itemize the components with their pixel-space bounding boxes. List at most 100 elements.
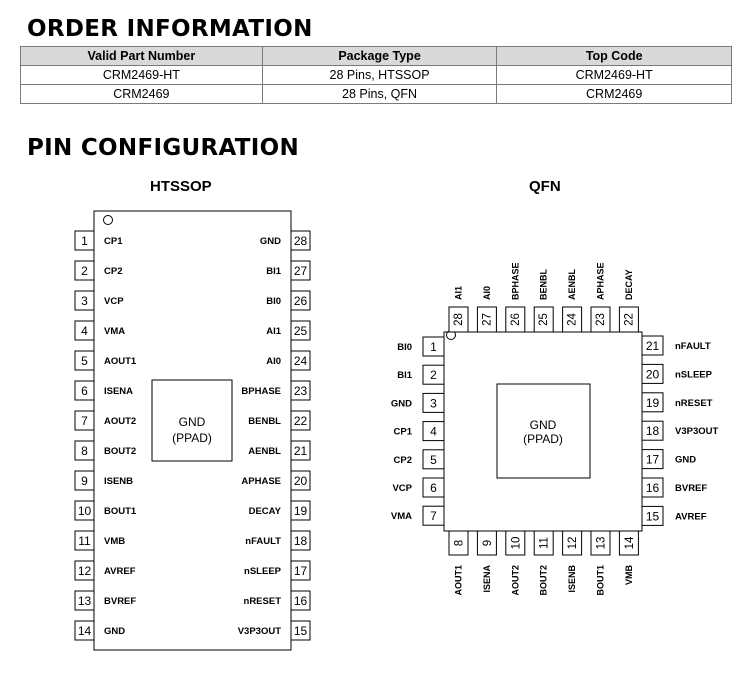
pin-number: 8 — [81, 444, 88, 458]
pin-6-box — [74, 380, 95, 401]
pin-3-box — [422, 392, 445, 413]
pin-23-box — [290, 380, 311, 401]
pin-name-benbl: BENBL — [248, 416, 281, 427]
pin-name-benbl: BENBL — [539, 268, 549, 300]
pin-name-gnd: GND — [260, 236, 281, 247]
pin-14-box — [74, 620, 95, 641]
pin-number: 11 — [539, 537, 551, 549]
pin-name-isena: ISENA — [482, 565, 492, 593]
pin-name-vmb: VMB — [104, 536, 125, 547]
pin-name-vmb: VMB — [624, 565, 634, 586]
pin-number: 18 — [646, 424, 660, 438]
htssop-pad-sublabel: (PPAD) — [172, 431, 212, 445]
pin-3-box — [74, 290, 95, 311]
order-information-table: Valid Part Number Package Type Top Code … — [20, 46, 732, 104]
pin-18-box — [641, 420, 664, 441]
pin-number: 27 — [294, 264, 308, 278]
pin-number: 13 — [78, 594, 92, 608]
pin-name-bi1: BI1 — [266, 266, 282, 277]
pin-27-box — [476, 306, 497, 333]
pin-16-box — [641, 477, 664, 498]
pin-number: 11 — [78, 534, 91, 548]
pin-number: 6 — [430, 481, 437, 495]
pin-5-box — [422, 449, 445, 470]
pin-name-gnd: GND — [391, 398, 412, 409]
pin-name-cp1: CP1 — [104, 236, 123, 247]
pin-6-box — [422, 477, 445, 498]
pin-number: 10 — [510, 537, 522, 550]
pin-9-box — [74, 470, 95, 491]
htssop-pad-label: GND — [179, 415, 206, 429]
pin-configuration-title: PIN CONFIGURATION — [27, 135, 300, 161]
pin-name-nreset: nRESET — [675, 398, 713, 409]
pin-name-aout1: AOUT1 — [454, 565, 464, 596]
pin-name-bi0: BI0 — [397, 342, 412, 353]
pin-number: 4 — [81, 324, 88, 338]
pin-name-bphase: BPHASE — [241, 386, 281, 397]
pin-15-box — [641, 505, 664, 526]
pin-number: 17 — [646, 453, 660, 467]
pin-number: 3 — [81, 294, 88, 308]
pin-number: 2 — [81, 264, 88, 278]
pin-number: 19 — [646, 396, 660, 410]
pin-name-cp2: CP2 — [394, 455, 412, 466]
pin-13-box — [74, 590, 95, 611]
pin-name-bout1: BOUT1 — [596, 565, 606, 596]
pin-19-box — [290, 500, 311, 521]
htssop-thermal-pad — [151, 379, 233, 462]
pin-name-nfault: nFAULT — [675, 341, 711, 352]
pin-number: 9 — [81, 474, 88, 488]
pin-name-nsleep: nSLEEP — [675, 369, 713, 380]
pin-number: 28 — [294, 234, 308, 248]
pin-number: 23 — [595, 313, 607, 326]
pin-15-box — [290, 620, 311, 641]
pin-17-box — [641, 449, 664, 470]
pin-name-bout2: BOUT2 — [104, 446, 136, 457]
pin-name-cp1: CP1 — [394, 427, 413, 438]
pin-26-box — [290, 290, 311, 311]
pin-number: 28 — [453, 313, 465, 326]
pin-10-box — [505, 530, 526, 556]
pin-name-avref: AVREF — [104, 566, 136, 577]
pin-16-box — [290, 590, 311, 611]
pin-number: 2 — [430, 368, 437, 382]
pin-name-bphase: BPHASE — [510, 262, 520, 300]
pin-name-ai1: AI1 — [266, 326, 282, 337]
pin-name-vcp: VCP — [392, 483, 412, 494]
pin-19-box — [641, 392, 664, 413]
pin-number: 15 — [294, 624, 308, 638]
pin-name-bvref: BVREF — [104, 596, 136, 607]
pin-7-box — [422, 505, 445, 526]
column-header-package-type: Package Type — [261, 46, 498, 66]
pin-name-ai0: AI0 — [266, 356, 281, 367]
pin-name-decay: DECAY — [624, 269, 634, 300]
cell-package-type: 28 Pins, QFN — [261, 84, 498, 104]
pin-8-box — [74, 440, 95, 461]
pin-number: 8 — [454, 540, 466, 546]
pin-25-box — [290, 320, 311, 341]
pin-number: 6 — [81, 384, 88, 398]
pin-number: 25 — [294, 324, 308, 338]
pin-21-box — [641, 335, 664, 356]
pin-name-nfault: nFAULT — [245, 536, 281, 547]
pin-name-isena: ISENA — [104, 386, 133, 397]
pin-8-box — [448, 530, 469, 556]
pin-name-nreset: nRESET — [244, 596, 282, 607]
pin-7-box — [74, 410, 95, 431]
pin-24-box — [562, 306, 583, 333]
table-header-row: Valid Part Number Package Type Top Code — [20, 46, 732, 66]
pin-name-ai0: AI0 — [482, 286, 492, 300]
pin-number: 12 — [78, 564, 92, 578]
pin-number: 12 — [567, 537, 579, 550]
pin-number: 19 — [294, 504, 308, 518]
pin-number: 16 — [646, 481, 660, 495]
pin-name-aphase: APHASE — [241, 476, 281, 487]
pin-name-bout1: BOUT1 — [104, 506, 137, 517]
pin-10-box — [74, 500, 95, 521]
qfn-pad-label: GND — [530, 418, 557, 432]
htssop-package-label: HTSSOP — [150, 178, 212, 195]
pin-number: 18 — [294, 534, 308, 548]
